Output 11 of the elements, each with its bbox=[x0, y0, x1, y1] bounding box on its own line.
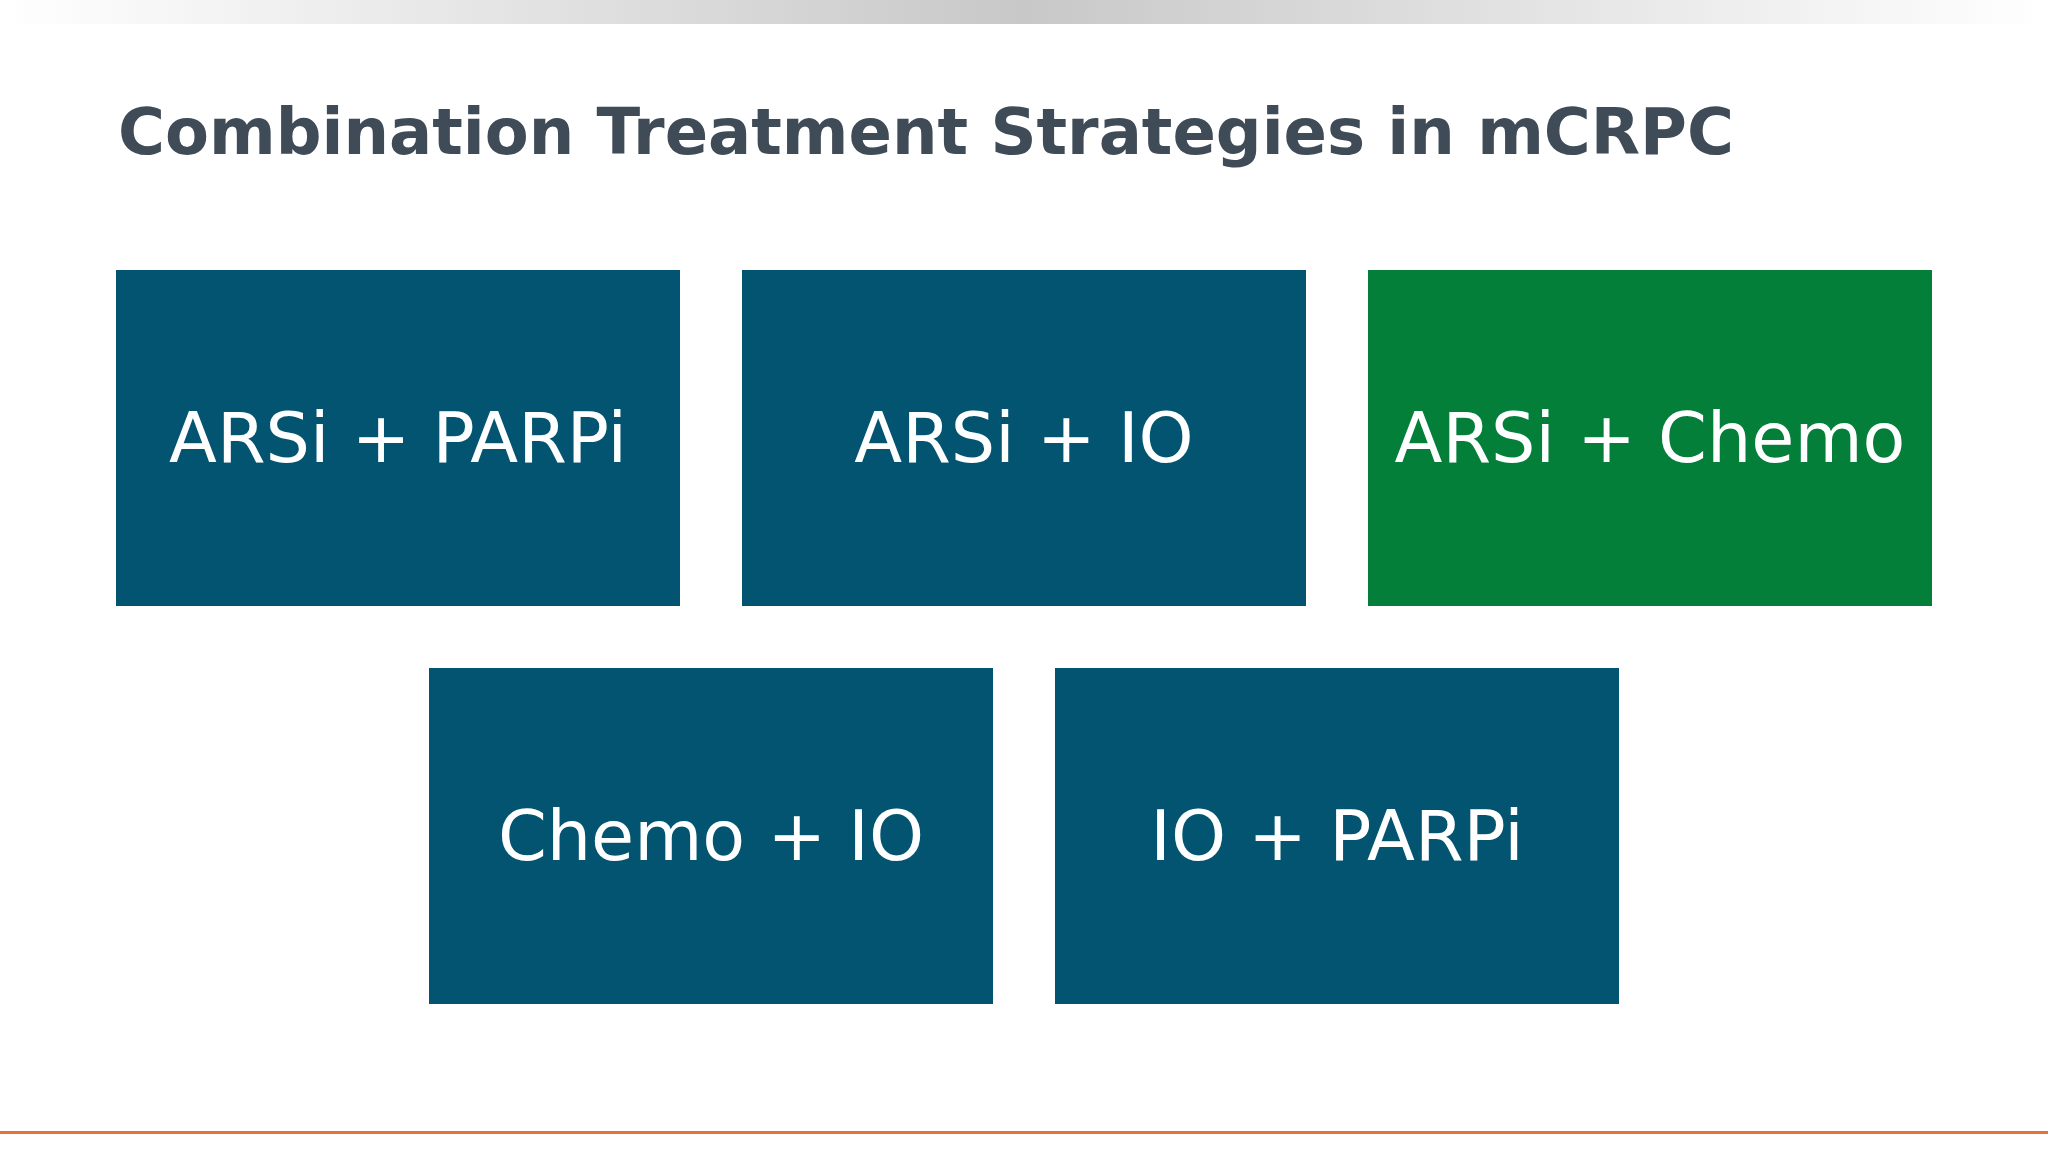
strategy-box bbox=[116, 270, 680, 606]
box-label: IO + PARPi bbox=[1150, 795, 1524, 877]
strategy-box bbox=[429, 668, 993, 1004]
slide-title: Combination Treatment Strategies in mCRPC bbox=[118, 95, 1734, 169]
strategy-box bbox=[1368, 270, 1932, 606]
strategy-box bbox=[1055, 668, 1619, 1004]
box-label: ARSi + IO bbox=[854, 397, 1194, 479]
box-label: ARSi + Chemo bbox=[1394, 397, 1906, 479]
box-label: ARSi + PARPi bbox=[169, 397, 627, 479]
strategy-box bbox=[742, 270, 1306, 606]
box-label: Chemo + IO bbox=[497, 795, 925, 877]
